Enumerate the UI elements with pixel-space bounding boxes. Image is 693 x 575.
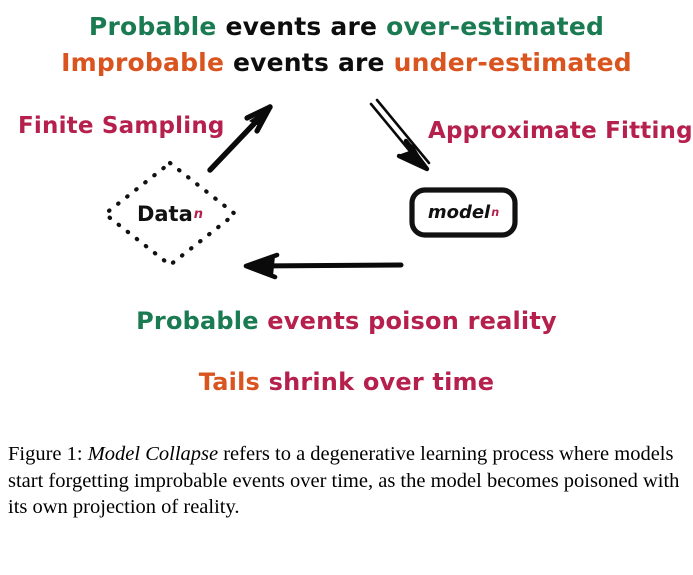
- model-collapse-diagram: Probable events are over-estimated Impro…: [0, 12, 693, 396]
- statement-tails-shrink: Tails shrink over time: [0, 368, 693, 396]
- words-under-estimated: under-estimated: [393, 48, 632, 77]
- edge-label-finite-sampling: Finite Sampling: [18, 113, 225, 139]
- word-tails: Tails: [198, 368, 269, 396]
- node-model-superscript: n: [491, 206, 500, 219]
- words-events-are: events are: [233, 48, 394, 77]
- caption-prefix: Figure 1:: [8, 443, 83, 465]
- word-improbable: Improbable: [61, 48, 233, 77]
- statement-poison-reality: Probable events poison reality: [0, 307, 693, 335]
- node-data-superscript: n: [193, 206, 204, 222]
- statement-over-estimated: Probable events are over-estimated: [0, 12, 693, 41]
- words-events-poison-reality: events poison reality: [267, 307, 557, 335]
- caption-emphasis: Model Collapse: [87, 443, 219, 465]
- word-probable: Probable: [88, 12, 226, 41]
- arrow-model-to-data: [243, 252, 404, 280]
- edge-label-approximate-fitting: Approximate Fitting: [428, 118, 693, 144]
- statement-under-estimated: Improbable events are under-estimated: [0, 48, 693, 77]
- node-model-base: model: [427, 202, 491, 223]
- words-shrink-over-time: shrink over time: [268, 368, 495, 396]
- words-over-estimated: over-estimated: [386, 12, 605, 41]
- node-data-base: Data: [136, 202, 193, 226]
- arrow-statements-to-model: [369, 98, 431, 172]
- figure-caption: Figure 1: Model Collapse refers to a deg…: [8, 441, 686, 521]
- caption-body: refers to a degenerative learning proces…: [8, 443, 680, 519]
- word-probable: Probable: [136, 307, 268, 335]
- words-events-are: events are: [225, 12, 387, 41]
